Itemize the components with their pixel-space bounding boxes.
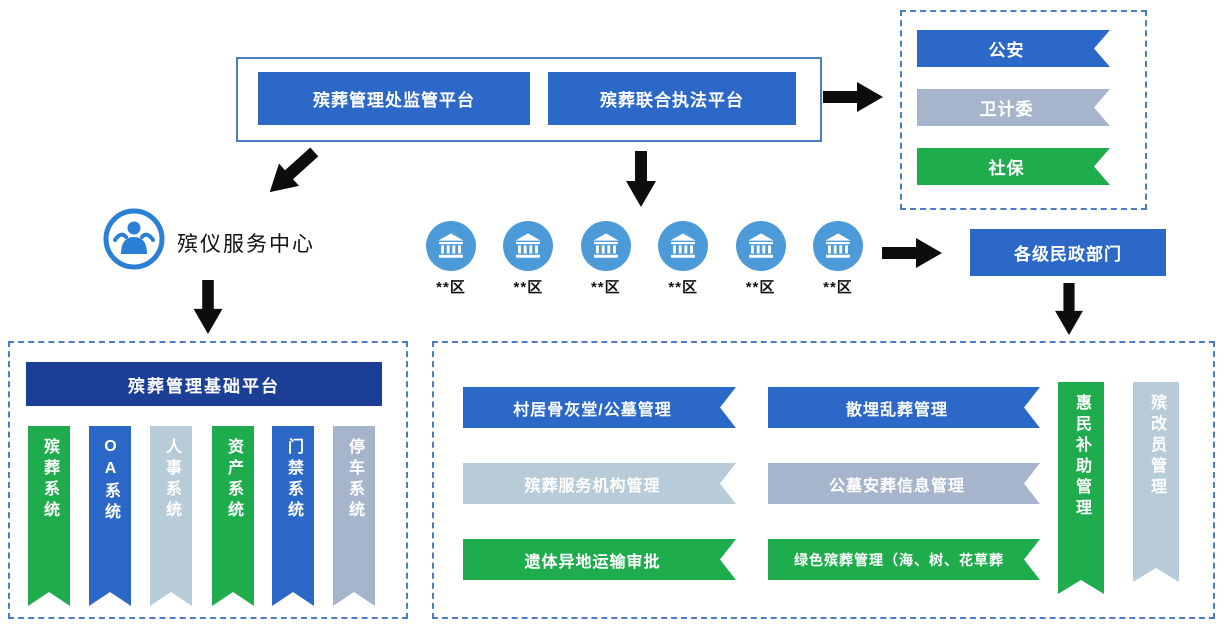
system-ribbon-oa: OA系统 — [89, 426, 131, 606]
module-label: 惠民补助管理 — [1073, 394, 1090, 520]
module-ribbon-green-burial: 绿色殡葬管理（海、树、花草葬 — [768, 539, 1040, 580]
external-dept-ribbon-police: 公安 — [917, 30, 1110, 67]
district-label: **区 — [823, 279, 853, 296]
district-label: **区 — [436, 279, 466, 296]
system-ribbon-hr: 人事系统 — [150, 426, 192, 606]
module-label: 绿色殡葬管理（海、树、花草葬 — [794, 551, 1004, 568]
base-platform-title: 殡葬管理基础平台 — [128, 376, 280, 396]
module-ribbon-service-org: 殡葬服务机构管理 — [463, 463, 736, 504]
supervision-platform-label: 殡葬管理处监管平台 — [313, 91, 475, 110]
district-item: **区 — [733, 221, 789, 297]
service-center-label: 殡仪服务中心 — [177, 233, 315, 256]
system-ribbon-funeral: 殡葬系统 — [28, 426, 70, 606]
system-label: 门禁系统 — [285, 438, 302, 522]
module-label: 殡葬服务机构管理 — [524, 477, 661, 495]
arrow-to-civil-affairs-icon — [880, 236, 944, 270]
module-label: 散埋乱葬管理 — [845, 401, 948, 419]
district-item: **区 — [423, 221, 479, 297]
module-ribbon-scattered-burial: 散埋乱葬管理 — [768, 387, 1040, 428]
module-label: 殡改员管理 — [1148, 394, 1165, 499]
module-ribbon-subsidy: 惠民补助管理 — [1058, 382, 1104, 594]
system-ribbon-access: 门禁系统 — [272, 426, 314, 606]
external-depts-group: 公安 卫计委 社保 — [900, 10, 1147, 210]
module-ribbon-columbarium: 村居骨灰堂/公墓管理 — [463, 387, 736, 428]
system-label: 停车系统 — [346, 438, 363, 522]
module-label: 遗体异地运输审批 — [524, 553, 661, 571]
arrow-civil-affairs-down-icon — [1052, 283, 1086, 335]
supervision-platforms-group: 殡葬管理处监管平台 殡葬联合执法平台 — [236, 57, 822, 142]
building-icon — [580, 221, 631, 271]
modules-group: 村居骨灰堂/公墓管理 散埋乱葬管理 殡葬服务机构管理 公墓安葬信息管理 遗体异地… — [432, 341, 1215, 619]
external-dept-label: 卫计委 — [979, 100, 1034, 119]
external-dept-label: 社保 — [988, 159, 1025, 178]
district-item: **区 — [578, 221, 634, 297]
module-label: 公墓安葬信息管理 — [828, 477, 965, 495]
building-icon — [735, 221, 786, 271]
district-item: **区 — [500, 221, 556, 297]
building-icon — [658, 221, 709, 271]
module-ribbon-reform-staff: 殡改员管理 — [1133, 382, 1179, 582]
module-ribbon-body-transport: 遗体异地运输审批 — [463, 539, 736, 580]
system-ribbon-asset: 资产系统 — [212, 426, 254, 606]
module-label: 村居骨灰堂/公墓管理 — [513, 401, 672, 419]
system-label: 资产系统 — [225, 438, 242, 522]
district-label: **区 — [745, 279, 776, 296]
supervision-platform-box: 殡葬管理处监管平台 — [258, 72, 530, 125]
district-item: **区 — [655, 221, 711, 297]
system-label: 殡葬系统 — [41, 438, 58, 522]
system-ribbon-parking: 停车系统 — [333, 426, 375, 606]
civil-affairs-box: 各级民政部门 — [970, 229, 1166, 276]
external-dept-ribbon-social: 社保 — [917, 148, 1110, 185]
enforcement-platform-box: 殡葬联合执法平台 — [548, 72, 796, 125]
module-ribbon-cemetery-info: 公墓安葬信息管理 — [768, 463, 1040, 504]
service-center-icon — [102, 207, 166, 271]
district-label: **区 — [513, 279, 544, 296]
system-label: 人事系统 — [163, 438, 180, 522]
external-dept-ribbon-health: 卫计委 — [917, 89, 1110, 126]
civil-affairs-label: 各级民政部门 — [1014, 245, 1122, 264]
base-platform-group: 殡葬管理基础平台 殡葬系统 OA系统 人事系统 资产系统 门禁系统 停车系统 — [8, 341, 408, 619]
system-label: OA系统 — [102, 438, 119, 524]
enforcement-platform-label: 殡葬联合执法平台 — [600, 91, 744, 110]
base-platform-header: 殡葬管理基础平台 — [26, 362, 382, 406]
building-icon — [426, 221, 476, 271]
district-item: **区 — [810, 221, 866, 297]
building-icon — [812, 221, 863, 271]
arrow-to-service-center-icon — [257, 138, 327, 206]
district-label: **区 — [668, 279, 699, 296]
arrow-to-districts-icon — [624, 150, 658, 208]
building-icon — [503, 221, 554, 271]
district-label: **区 — [590, 279, 621, 296]
districts-row: **区 **区 **区 **区 **区 **区 — [423, 221, 866, 297]
arrow-service-center-down-icon — [191, 280, 225, 334]
arrow-to-external-depts-icon — [821, 80, 885, 114]
external-dept-label: 公安 — [988, 41, 1025, 60]
